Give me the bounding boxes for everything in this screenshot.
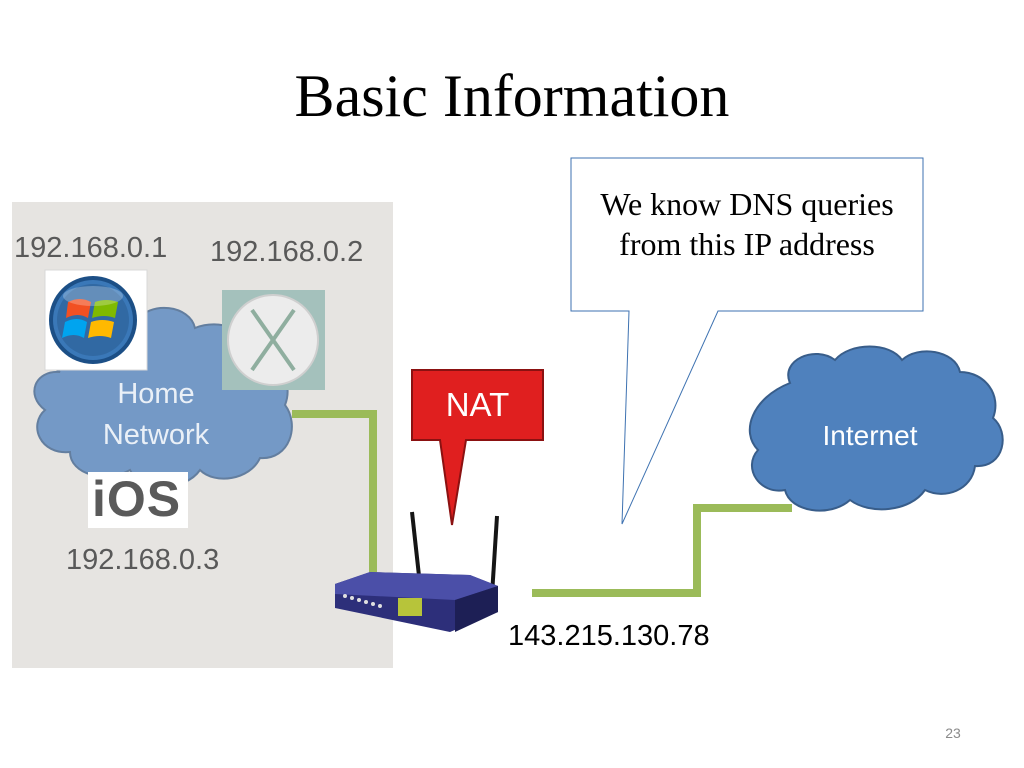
device-ip-mac: 192.168.0.2 (210, 236, 364, 268)
dns-callout-line2: from this IP address (619, 226, 875, 262)
slide-page-number: 23 (945, 725, 961, 741)
device-ip-windows: 192.168.0.1 (14, 232, 168, 264)
dns-callout-bubble (570, 157, 924, 525)
device-ip-ios: 192.168.0.3 (66, 544, 220, 576)
home-network-label: Home Network (76, 374, 236, 456)
dns-callout-line1: We know DNS queries (600, 186, 894, 222)
home-link-line (292, 410, 377, 572)
wireless-router-icon (335, 511, 499, 632)
home-network-label-line1: Home (117, 378, 195, 410)
nat-label: NAT (445, 386, 510, 423)
nat-callout (411, 369, 544, 526)
router-public-ip: 143.215.130.78 (508, 620, 710, 652)
internet-label: Internet (822, 420, 918, 451)
ios-logo-tile (88, 472, 188, 528)
dns-callout-text: We know DNS queries from this IP address (572, 184, 922, 264)
mac-os-x-logo-icon (222, 290, 325, 390)
internet-cloud (748, 345, 1004, 512)
ios-logo-icon: iOS (92, 471, 182, 527)
home-network-label-line2: Network (102, 419, 210, 451)
windows-logo-icon (44, 269, 148, 371)
internet-link-line (532, 504, 792, 597)
slide-title: Basic Information (294, 63, 730, 129)
